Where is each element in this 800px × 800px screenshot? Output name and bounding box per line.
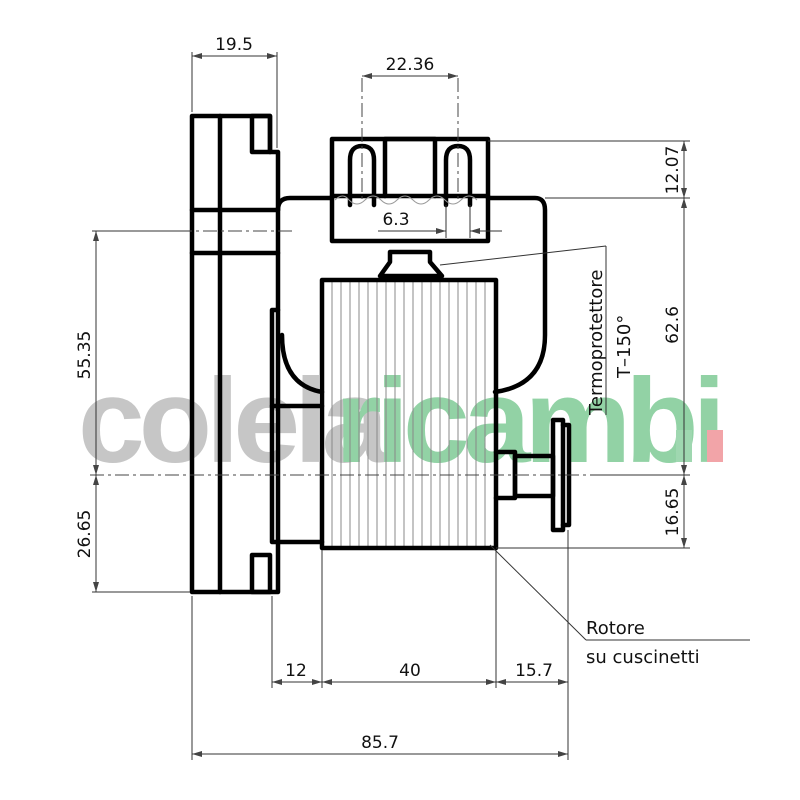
watermark-part1: colela <box>78 354 389 488</box>
dim-body-length: 40 <box>399 661 421 681</box>
dim-terminal-width: 6.3 <box>382 210 409 230</box>
dim-shaft-bottom: 16.65 <box>663 488 683 537</box>
connector <box>329 78 491 244</box>
dim-hub-length: 12 <box>285 661 307 681</box>
dimensions <box>92 52 750 760</box>
label-thermal-protector: Termoprotettore <box>586 270 607 416</box>
watermark-part2: ricambi <box>335 354 720 488</box>
label-rotor: Rotore <box>586 618 645 639</box>
thermal-protector <box>377 245 607 415</box>
label-rotor-bearings: su cuscinetti <box>586 647 700 668</box>
flange <box>178 113 295 595</box>
dim-total-height: 62.6 <box>663 306 683 344</box>
motor-body <box>319 277 499 551</box>
watermark-dot-red <box>707 430 723 462</box>
dim-connector-pitch: 22.36 <box>386 55 435 75</box>
dim-upper-left: 55.35 <box>75 331 95 380</box>
dim-shaft-length: 15.7 <box>515 661 553 681</box>
dim-flange-width: 19.5 <box>215 35 253 55</box>
label-thermal-protector-temp: T–150° <box>614 315 635 379</box>
hub <box>269 307 325 545</box>
dim-overall-length: 85.7 <box>361 733 399 753</box>
dim-connector-height: 12.07 <box>663 146 683 195</box>
dim-lower-left: 26.65 <box>75 510 95 559</box>
housing <box>275 195 548 395</box>
